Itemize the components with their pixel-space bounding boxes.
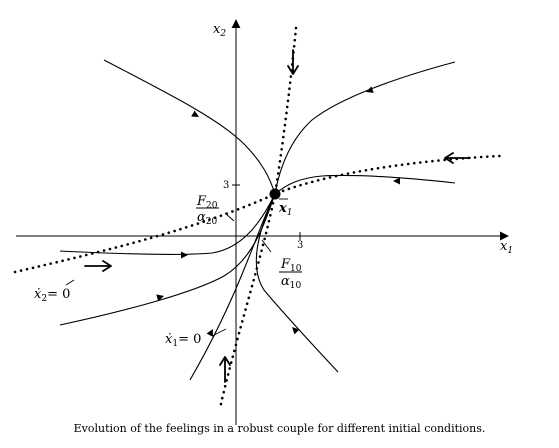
f10-numerator: F10 [280, 257, 302, 274]
left-arrow-icon [444, 152, 471, 164]
flow-arrow [156, 294, 164, 302]
nullcline-x1dot [218, 26, 298, 410]
flow-arrow [292, 327, 300, 335]
flow-arrow [366, 86, 374, 93]
x1-axis-label: x1 [500, 239, 513, 256]
flow-arrow [206, 329, 213, 337]
leader-f20 [224, 212, 235, 222]
x1dot-nullcline-label: ẋ1= 0 [165, 332, 201, 349]
x-tick-label: 3 [297, 240, 303, 251]
x2dot-nullcline-label: ẋ2= 0 [34, 287, 70, 304]
leader-f10 [261, 239, 272, 253]
equilibrium-point [269, 188, 281, 200]
up-arrow-icon [219, 356, 231, 383]
trajectory-lower-right [255, 193, 339, 373]
trajectory-upper-right [274, 61, 456, 195]
trajectory-lower-center [189, 193, 276, 381]
trajectory-lower-left [59, 193, 276, 326]
y-tick-label: 3 [223, 180, 229, 191]
leader-x1dot [211, 328, 227, 337]
right-arrow-icon [84, 260, 112, 272]
down-arrow-icon [287, 49, 299, 75]
trajectory-left [59, 193, 276, 256]
flow-arrow [393, 177, 400, 185]
flow-arrow [181, 251, 188, 259]
trajectory-upper-left [103, 59, 276, 195]
nullcline-x2dot [13, 154, 502, 274]
f10-denominator: α10 [281, 274, 302, 291]
flow-arrow [191, 110, 199, 117]
trajectory-right [274, 174, 456, 195]
f20-denominator: α20 [197, 210, 218, 227]
f20-numerator: F20 [196, 194, 218, 211]
x2-axis-label: x2 [213, 22, 226, 39]
leader-x2dot [65, 279, 75, 286]
figure-caption: Evolution of the feelings in a robust co… [73, 422, 486, 435]
equilibrium-label: x1 [278, 201, 293, 218]
